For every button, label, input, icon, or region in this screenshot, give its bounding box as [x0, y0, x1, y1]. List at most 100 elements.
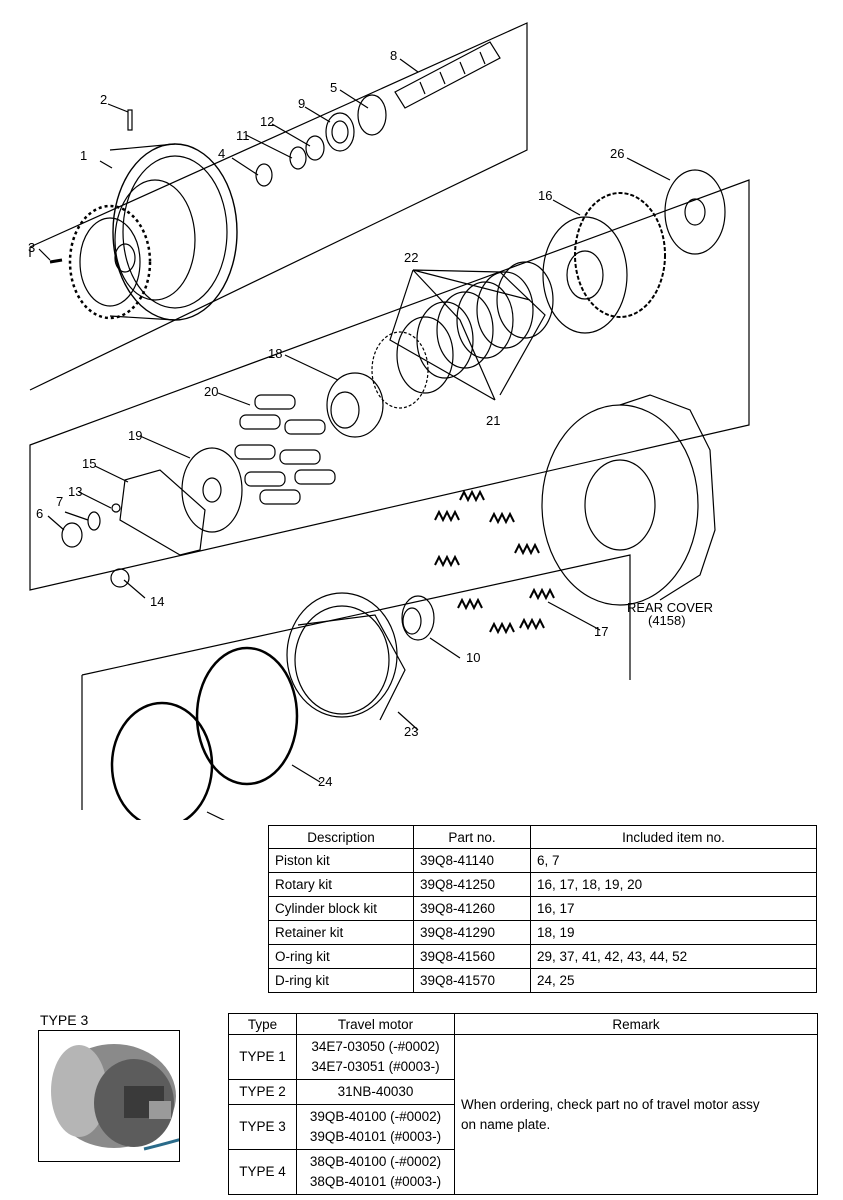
section-boundary-3: [81, 554, 631, 810]
callout-14: 14: [150, 594, 164, 609]
part-19-retainer: [181, 447, 243, 533]
callout-9: 9: [298, 96, 305, 111]
rear-cover: [541, 394, 716, 606]
callout-19: 19: [128, 428, 142, 443]
row-motor: 39QB-40100 (-#0002) 39QB-40101 (#0003-): [296, 1104, 455, 1150]
callout-17: 17: [594, 624, 608, 639]
callout-11: 11: [236, 128, 250, 143]
table-row: O-ring kit 39Q8-41560 29, 37, 41, 42, 43…: [268, 944, 817, 969]
callout-3: 3: [28, 240, 35, 255]
remark-cell: When ordering, check part no of travel m…: [454, 1034, 818, 1195]
motor-part-1: 38QB-40100 (-#0002): [309, 1154, 442, 1169]
header-type: Type: [228, 1013, 297, 1035]
part-26-valve-plate: [664, 169, 726, 255]
row-description: Retainer kit: [268, 920, 414, 945]
kit-table-header: Description Part no. Included item no.: [268, 825, 817, 849]
motor-table-header: Type Travel motor Remark: [228, 1013, 818, 1035]
row-description: Rotary kit: [268, 872, 414, 897]
table-row: Rotary kit 39Q8-41250 16, 17, 18, 19, 20: [268, 872, 817, 897]
row-part-no: 39Q8-41260: [413, 896, 531, 921]
motor-part-1: 34E7-03050 (-#0002): [311, 1039, 440, 1054]
callout-26: 26: [610, 146, 624, 161]
callout-23: 23: [404, 724, 418, 739]
header-description: Description: [268, 825, 414, 849]
callout-4: 4: [218, 146, 225, 161]
callout-15: 15: [82, 456, 96, 471]
table-row: Piston kit 39Q8-41140 6, 7: [268, 848, 817, 873]
callout-21: 21: [486, 413, 500, 428]
part-17-springs: [434, 489, 555, 635]
part-1-hub: [68, 143, 238, 321]
row-included-items: 24, 25: [530, 968, 817, 993]
row-part-no: 39Q8-41560: [413, 944, 531, 969]
part-3-screw: [49, 258, 63, 264]
part-14-bushing: [110, 568, 130, 588]
callout-2: 2: [100, 92, 107, 107]
row-included-items: 16, 17: [530, 896, 817, 921]
section-boundary-1: [29, 22, 528, 391]
part-9-bearing: [325, 112, 355, 152]
row-part-no: 39Q8-41250: [413, 872, 531, 897]
row-motor: 38QB-40100 (-#0002) 38QB-40101 (#0003-): [296, 1149, 455, 1195]
header-travel-motor: Travel motor: [296, 1013, 455, 1035]
row-description: D-ring kit: [268, 968, 414, 993]
header-remark: Remark: [454, 1013, 818, 1035]
callout-12: 12: [260, 114, 274, 129]
part-20-pistons: [234, 394, 336, 505]
type-3-label: TYPE 3: [40, 1012, 89, 1028]
row-included-items: 18, 19: [530, 920, 817, 945]
part-7-o-ring: [87, 511, 101, 531]
part-24-d-ring: [195, 646, 299, 786]
row-description: Cylinder block kit: [268, 896, 414, 921]
callout-22: 22: [404, 250, 418, 265]
part-15-swash-plate: [119, 469, 206, 556]
travel-motor-image: [39, 1031, 179, 1161]
part-25-d-ring: [110, 701, 214, 820]
rear-cover-part-no: (4158): [648, 613, 686, 628]
part-11-12-rings: [289, 135, 325, 170]
row-included-items: 6, 7: [530, 848, 817, 873]
part-8-shaft: [394, 41, 501, 109]
part-5-snap-ring: [357, 94, 387, 136]
header-included-items: Included item no.: [530, 825, 817, 849]
callout-16: 16: [538, 188, 552, 203]
callout-5: 5: [330, 80, 337, 95]
part-23-cover: [286, 592, 406, 721]
motor-part-1: 31NB-40030: [337, 1084, 414, 1099]
row-description: Piston kit: [268, 848, 414, 873]
part-6-piston: [61, 522, 83, 548]
table-row: Retainer kit 39Q8-41290 18, 19: [268, 920, 817, 945]
table-row: TYPE 1 34E7-03050 (-#0002) 34E7-03051 (#…: [228, 1034, 818, 1195]
section-boundary-2: [29, 179, 750, 591]
row-motor: 34E7-03050 (-#0002) 34E7-03051 (#0003-): [296, 1034, 455, 1080]
callout-24: 24: [318, 774, 332, 789]
row-type: TYPE 3: [228, 1104, 297, 1150]
header-part-no: Part no.: [413, 825, 531, 849]
table-row: Cylinder block kit 39Q8-41260 16, 17: [268, 896, 817, 921]
row-type: TYPE 4: [228, 1149, 297, 1195]
row-part-no: 39Q8-41290: [413, 920, 531, 945]
motor-part-2: 38QB-40101 (#0003-): [309, 1174, 442, 1189]
callout-7: 7: [56, 494, 63, 509]
kit-table: Description Part no. Included item no. P…: [268, 825, 817, 993]
row-included-items: 29, 37, 41, 42, 43, 44, 52: [530, 944, 817, 969]
part-10-bearing: [401, 595, 435, 641]
row-included-items: 16, 17, 18, 19, 20: [530, 872, 817, 897]
row-description: O-ring kit: [268, 944, 414, 969]
row-part-no: 39Q8-41570: [413, 968, 531, 993]
exploded-parts-diagram: 1 2 3 4 5 6 7 8 9 10 11 12 13 14 15 16 1…: [28, 22, 750, 820]
row-type: TYPE 2: [228, 1079, 297, 1105]
motor-part-2: 34E7-03051 (#0003-): [311, 1059, 440, 1074]
part-16-cylinder-block: [542, 192, 666, 334]
callout-1: 1: [80, 148, 87, 163]
remark-line-1: When ordering, check part no of travel m…: [461, 1096, 760, 1112]
motor-part-2: 39QB-40101 (#0003-): [309, 1129, 442, 1144]
callout-20: 20: [204, 384, 218, 399]
callout-13: 13: [68, 484, 82, 499]
remark-line-2: on name plate.: [461, 1116, 551, 1132]
row-type: TYPE 1: [228, 1034, 297, 1080]
travel-motor-table: Type Travel motor Remark TYPE 1 34E7-030…: [228, 1013, 818, 1195]
table-row: TYPE 4 38QB-40100 (-#0002) 38QB-40101 (#…: [228, 1149, 818, 1195]
callout-8: 8: [390, 48, 397, 63]
rear-cover-label: REAR COVER: [627, 600, 713, 615]
